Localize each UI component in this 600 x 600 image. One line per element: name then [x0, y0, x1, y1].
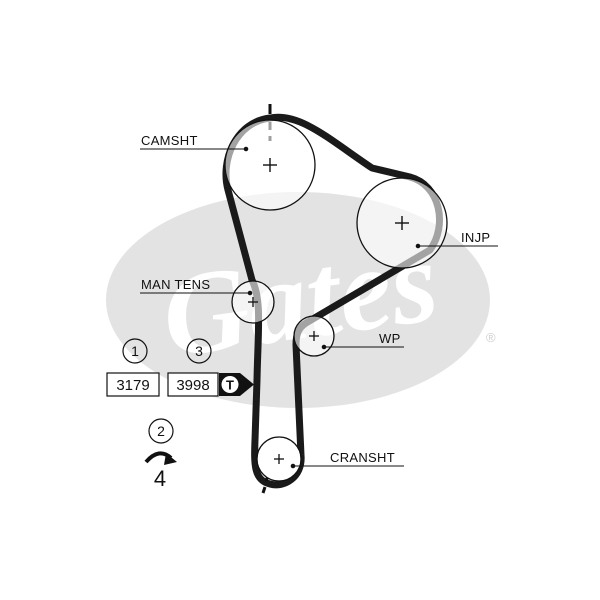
step-1-number: 1 [131, 343, 139, 359]
manual-tensioner-label: MAN TENS [141, 277, 210, 292]
step-3-box [167, 372, 219, 397]
step-1: 1 3179 [106, 338, 160, 397]
step-2-number: 2 [157, 423, 165, 439]
step-2: 2 4 [144, 418, 177, 491]
step-3-circle [186, 338, 212, 364]
tool-t-letter: T [226, 378, 234, 393]
injection-pump-pulley [356, 177, 448, 269]
timing-belt [222, 113, 444, 489]
injection-pump-label: INJP [461, 230, 490, 245]
registered-mark: ® [486, 330, 496, 345]
step-1-box [106, 372, 160, 397]
leader-lines [140, 146, 498, 469]
camshaft-label: CAMSHT [141, 133, 198, 148]
water-pump-label: WP [379, 331, 401, 346]
step-1-value: 3179 [116, 377, 149, 394]
step-2-circle [148, 418, 174, 444]
camshaft-pulley [224, 119, 316, 211]
step-2-value: 4 [154, 466, 166, 491]
step-3-number: 3 [195, 343, 203, 359]
step-1-circle [122, 338, 148, 364]
manual-tensioner-pulley [231, 280, 275, 324]
tool-t-icon: T [219, 373, 254, 396]
step-3: 3 3998 T [167, 338, 254, 397]
crankshaft-pulley [256, 436, 302, 482]
water-pump-pulley [293, 315, 335, 357]
step-3-value: 3998 [176, 377, 209, 394]
rotation-arrow-icon [144, 451, 177, 465]
crankshaft-label: CRANSHT [330, 450, 395, 465]
